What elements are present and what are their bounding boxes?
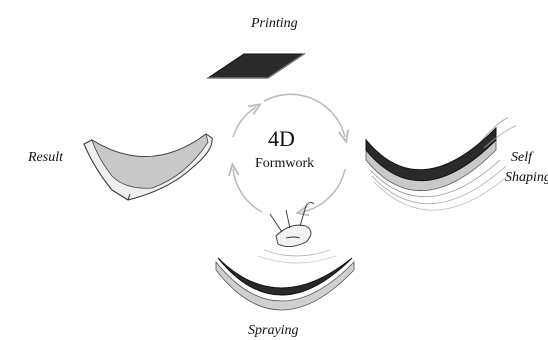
spraying-label: Spraying bbox=[248, 323, 299, 338]
self-shaping-shell bbox=[365, 117, 517, 211]
result-shell bbox=[83, 133, 213, 201]
center-subtitle: Formwork bbox=[255, 156, 314, 171]
arrow-printing-to-self-shaping bbox=[263, 93, 345, 137]
sprayed-shell bbox=[215, 257, 355, 311]
self-shaping-label-line1: Self bbox=[511, 150, 534, 165]
printed-flat-sheet bbox=[206, 53, 306, 79]
arrow-self-shaping-to-spraying bbox=[302, 168, 346, 212]
arrow-result-to-printing bbox=[232, 107, 256, 138]
spray-nozzle-icon bbox=[257, 201, 337, 264]
printed-sheet-edge bbox=[208, 53, 305, 79]
result-label: Result bbox=[27, 150, 64, 165]
cycle-arrows bbox=[232, 93, 346, 213]
printing-label: Printing bbox=[250, 16, 298, 31]
center-title: 4D bbox=[268, 126, 295, 151]
arrow-spraying-to-result bbox=[233, 169, 263, 213]
self-shaping-label-line2: Shaping bbox=[505, 170, 548, 185]
